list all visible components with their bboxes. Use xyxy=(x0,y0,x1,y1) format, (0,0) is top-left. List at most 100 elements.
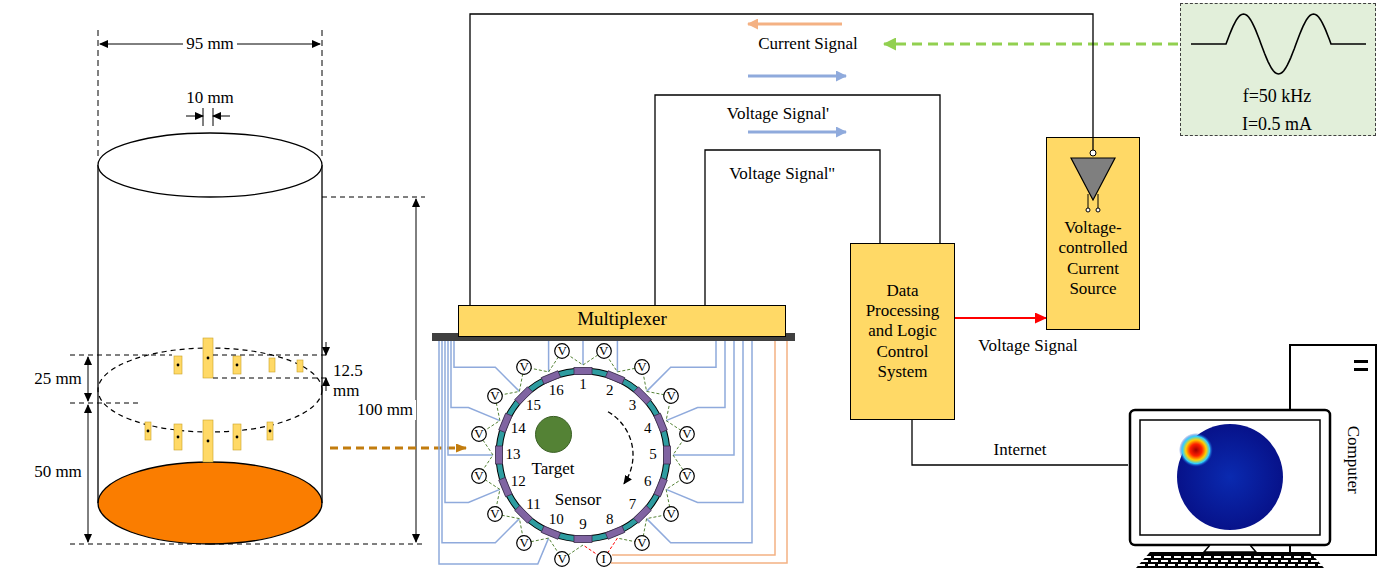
sensor-number: 9 xyxy=(579,516,587,533)
drawing-part xyxy=(517,360,532,375)
ring-outline xyxy=(499,371,667,539)
text-block: Multiplexer xyxy=(463,308,781,331)
cylinder-tank xyxy=(98,133,322,544)
electrode-sensor xyxy=(574,536,592,543)
drawing-part xyxy=(1144,556,1316,558)
voltmeter-symbol: V xyxy=(516,535,532,551)
sensor-wire xyxy=(673,341,734,455)
drawing-part xyxy=(145,422,151,440)
sensor-number: 14 xyxy=(511,420,526,437)
box-label: Data Processing and Logic Control System xyxy=(855,281,950,383)
drawing xyxy=(1128,340,1380,570)
current-wire xyxy=(611,341,787,563)
target-object xyxy=(536,416,572,452)
drawing-part xyxy=(269,358,275,372)
electrode-sensor xyxy=(664,446,671,464)
drawing-part xyxy=(88,405,89,542)
meter-letter: V xyxy=(487,388,503,404)
drawing-part xyxy=(97,165,98,503)
electrode-sensor xyxy=(574,368,592,375)
drawing-part xyxy=(233,424,241,450)
sensor-wire xyxy=(451,341,500,421)
meter-letter: V xyxy=(679,426,695,442)
dimension-label: 50 mm xyxy=(34,462,82,482)
meter-letter: V xyxy=(516,535,532,551)
drawing-part xyxy=(596,552,611,567)
drawing-part xyxy=(70,355,172,356)
signal-parameter: I=0.5 mA xyxy=(1242,114,1312,135)
scan-direction-arrow xyxy=(608,412,633,484)
dimension-label: 100 mm xyxy=(354,400,416,420)
ring-band xyxy=(499,371,667,539)
text-block: Voltage-controlled Current Source xyxy=(1051,218,1135,300)
sensor-wire xyxy=(617,341,619,372)
drawing-part xyxy=(177,436,180,439)
sensor-wire xyxy=(582,341,584,365)
drawing-part xyxy=(297,360,303,372)
drawing-part xyxy=(1071,158,1115,200)
box-label: Voltage-controlled Current Source xyxy=(1051,218,1135,300)
electrode-sensor xyxy=(605,526,624,539)
meter-letter: V xyxy=(516,359,532,375)
drawing-part xyxy=(70,403,140,404)
drawing-part xyxy=(555,344,570,359)
meter-letter: V xyxy=(663,388,679,404)
sensor-wire xyxy=(647,341,716,391)
drawing-part xyxy=(596,344,611,359)
drawing-part xyxy=(664,507,679,522)
meter-letter: V xyxy=(471,426,487,442)
drawing-part xyxy=(1130,410,1330,545)
drawing-part xyxy=(1179,433,1213,467)
direction-arrow xyxy=(748,131,846,134)
electrode-sensor xyxy=(499,413,512,432)
signal-label: Voltage Signal'' xyxy=(729,164,834,184)
box-label: Multiplexer xyxy=(463,308,781,331)
drawing-part xyxy=(635,536,650,551)
drawing-part xyxy=(1141,560,1319,562)
voltmeter-symbol: V xyxy=(471,426,487,442)
sensor-number: 6 xyxy=(644,473,652,490)
part-label: Sensor xyxy=(555,490,601,510)
drawing-part xyxy=(88,357,89,401)
electrode-sensor xyxy=(541,526,560,539)
drawing-part xyxy=(147,430,150,433)
drawing-part xyxy=(174,356,182,374)
drawing-part xyxy=(472,468,487,483)
drawing-part xyxy=(416,199,417,542)
sensor-number: 13 xyxy=(506,446,521,463)
sensor-number: 16 xyxy=(549,382,564,399)
drawing-part xyxy=(98,133,322,197)
sensor-number: 1 xyxy=(579,376,587,393)
drawing-part xyxy=(213,378,326,379)
electrode-sensor xyxy=(499,477,512,496)
voltmeter-symbol: V xyxy=(679,468,695,484)
drawing-part xyxy=(236,364,239,367)
sensor-number: 15 xyxy=(526,397,541,414)
drawing-part xyxy=(488,389,503,404)
drawing-part xyxy=(213,108,214,126)
drawing-part xyxy=(1086,208,1090,212)
drawing-part xyxy=(207,440,210,443)
drawing-part xyxy=(177,364,180,367)
multiplexer-box: Multiplexer xyxy=(458,305,786,337)
drawing-part xyxy=(680,427,695,442)
drawing-part xyxy=(233,356,241,374)
drawing-part xyxy=(1096,208,1100,212)
drawing-part xyxy=(1191,14,1366,74)
signal-label: Current Signal xyxy=(758,34,858,54)
sensor-number: 7 xyxy=(629,496,637,513)
sensor-number: 8 xyxy=(606,511,614,528)
excitation-signal-box: f=50 kHzI=0.5 mA xyxy=(1180,3,1376,136)
drawing-part xyxy=(635,360,650,375)
sensor-number: 4 xyxy=(644,420,652,437)
dimension-label: 12.5 mm xyxy=(333,361,363,400)
computer: Computer xyxy=(1128,340,1380,570)
dimension-label: 25 mm xyxy=(34,369,82,389)
sensor-number: 10 xyxy=(549,511,564,528)
drawing-part xyxy=(322,197,425,198)
drawing-part xyxy=(70,544,210,545)
voltmeter-symbol: V xyxy=(679,426,695,442)
sensor-wire xyxy=(548,341,550,372)
sensor-wire xyxy=(439,341,549,564)
voltmeter-symbol: V xyxy=(634,535,650,551)
